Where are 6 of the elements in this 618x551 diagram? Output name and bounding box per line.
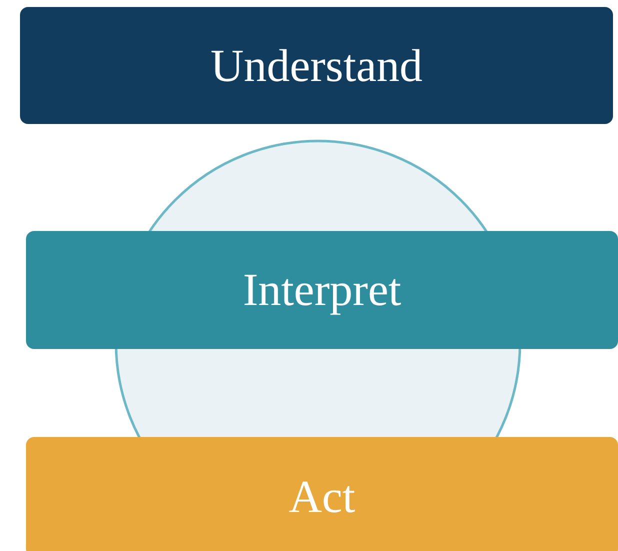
stage-label: Understand bbox=[210, 42, 423, 88]
stage-box bbox=[26, 437, 618, 551]
stage-box bbox=[20, 7, 613, 124]
stage-label: Interpret bbox=[242, 267, 402, 313]
stage-box bbox=[26, 231, 618, 349]
stage-label: Act bbox=[288, 474, 356, 520]
